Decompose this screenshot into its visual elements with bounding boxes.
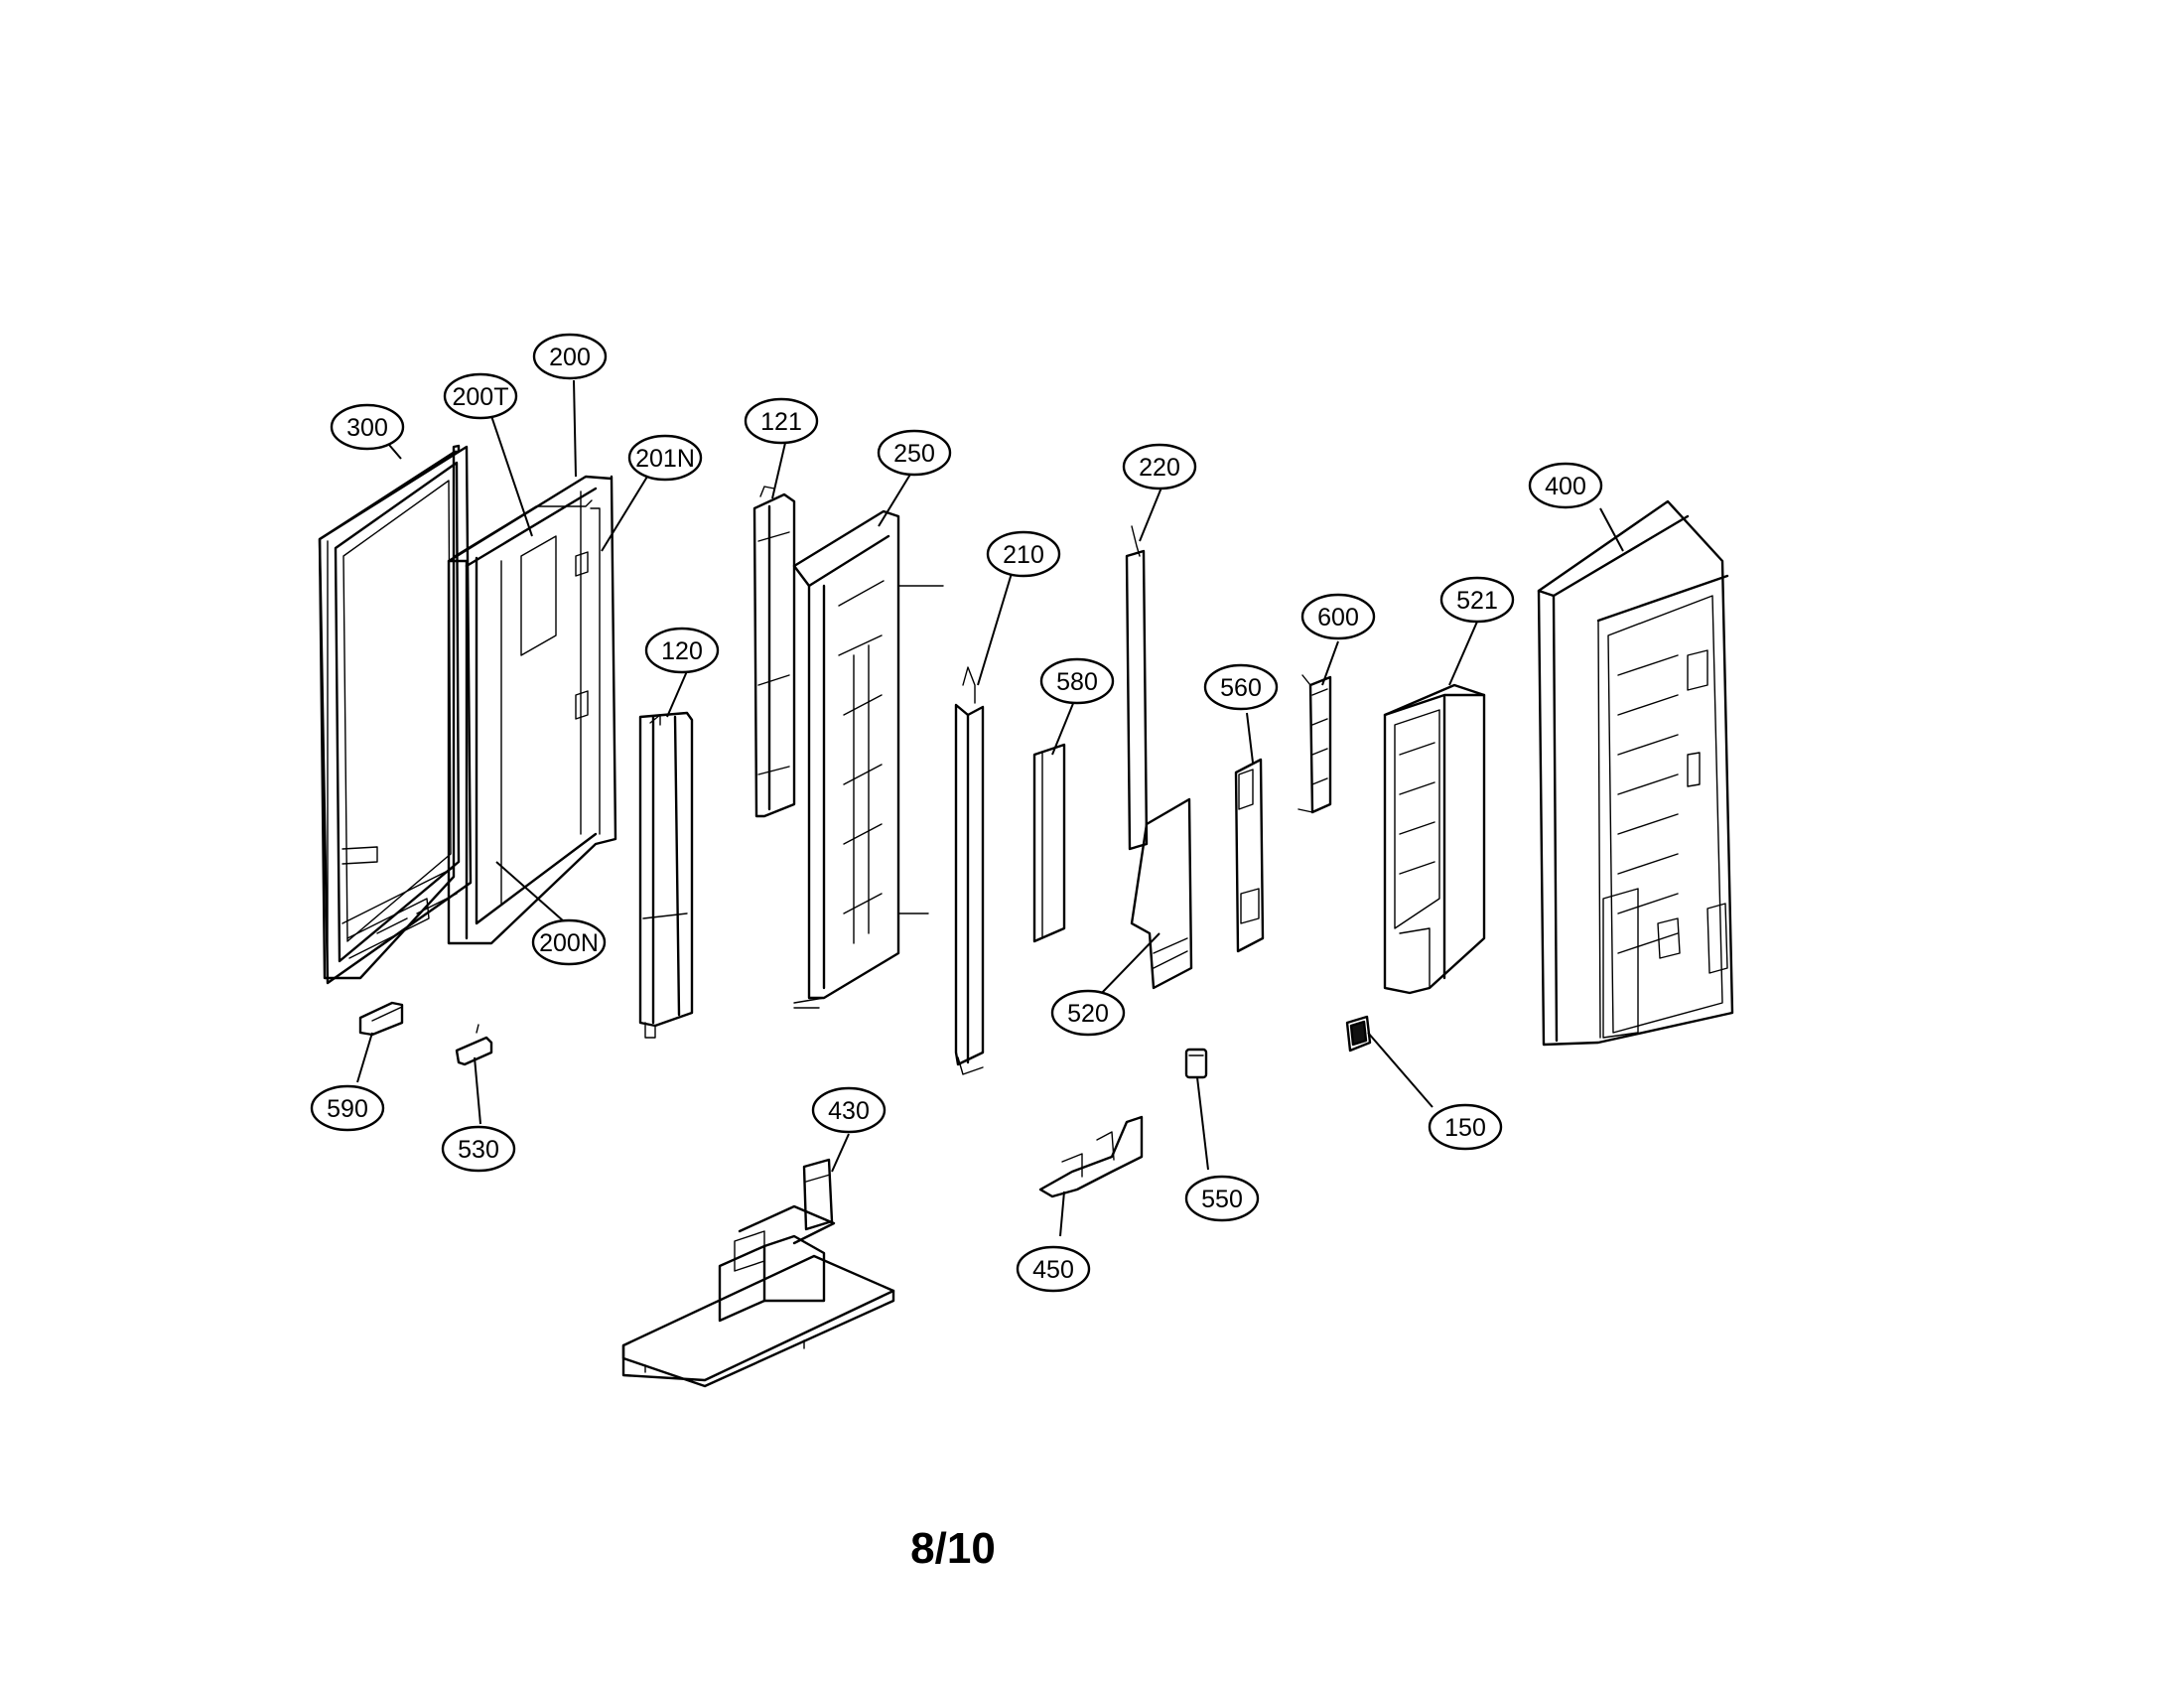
part-250-main-frame: [792, 509, 944, 1009]
svg-text:430: 430: [828, 1097, 870, 1125]
label-200N: 200N: [531, 918, 607, 966]
svg-text:450: 450: [1032, 1256, 1074, 1284]
svg-text:520: 520: [1067, 1000, 1109, 1028]
label-150: 150: [1428, 1103, 1503, 1151]
part-150-sensor: [1345, 1015, 1372, 1052]
label-600: 600: [1300, 593, 1376, 640]
part-210-rail: [954, 666, 985, 1075]
svg-text:300: 300: [346, 414, 388, 442]
part-400-back-cover: [1537, 499, 1734, 1047]
label-121: 121: [744, 397, 819, 445]
part-300-front-bezel: [318, 444, 473, 985]
label-520: 520: [1050, 989, 1126, 1037]
part-580-shield: [1032, 743, 1066, 943]
label-200: 200: [532, 333, 608, 380]
part-600-bracket: [1297, 674, 1332, 814]
part-430-stand: [621, 1158, 895, 1388]
label-201N: 201N: [627, 434, 703, 482]
label-580: 580: [1039, 657, 1115, 705]
svg-text:200N: 200N: [539, 929, 599, 957]
label-250: 250: [877, 429, 952, 477]
label-530: 530: [441, 1125, 516, 1173]
svg-text:590: 590: [327, 1095, 368, 1123]
part-220-board: [1125, 525, 1193, 990]
svg-text:220: 220: [1139, 454, 1180, 482]
svg-text:580: 580: [1056, 668, 1098, 696]
label-450: 450: [1016, 1245, 1091, 1293]
leader-lines: [356, 379, 1624, 1237]
part-121-bracket: [752, 486, 796, 818]
svg-text:521: 521: [1456, 587, 1498, 615]
part-521-power-box: [1383, 683, 1486, 995]
label-400: 400: [1528, 462, 1603, 509]
part-200-panel-assembly: [447, 475, 617, 945]
label-560: 560: [1203, 663, 1279, 711]
label-210: 210: [986, 530, 1061, 578]
label-300: 300: [330, 403, 405, 451]
svg-text:210: 210: [1003, 541, 1044, 569]
svg-text:200T: 200T: [453, 383, 509, 411]
label-430: 430: [811, 1086, 887, 1134]
svg-text:201N: 201N: [635, 445, 695, 473]
label-590: 590: [310, 1084, 385, 1132]
svg-text:120: 120: [661, 637, 703, 665]
label-120: 120: [644, 627, 720, 674]
svg-text:250: 250: [893, 440, 935, 468]
part-590-clip: [358, 1001, 404, 1037]
page-number: 8/10: [910, 1524, 996, 1573]
part-450-bracket: [1038, 1115, 1144, 1198]
svg-text:200: 200: [549, 344, 591, 371]
svg-text:400: 400: [1545, 473, 1586, 500]
svg-text:550: 550: [1201, 1186, 1243, 1213]
svg-text:150: 150: [1444, 1114, 1486, 1142]
part-530-clip: [455, 1024, 493, 1066]
part-120-bracket: [638, 711, 694, 1039]
label-220: 220: [1122, 443, 1197, 491]
label-550: 550: [1184, 1175, 1260, 1222]
label-521: 521: [1439, 576, 1515, 624]
svg-text:121: 121: [760, 408, 802, 436]
svg-text:530: 530: [458, 1136, 499, 1164]
part-560-board: [1234, 758, 1265, 953]
svg-text:560: 560: [1220, 674, 1262, 702]
part-550-ferrite: [1184, 1048, 1208, 1079]
label-200T: 200T: [443, 372, 518, 420]
svg-text:600: 600: [1317, 604, 1359, 632]
